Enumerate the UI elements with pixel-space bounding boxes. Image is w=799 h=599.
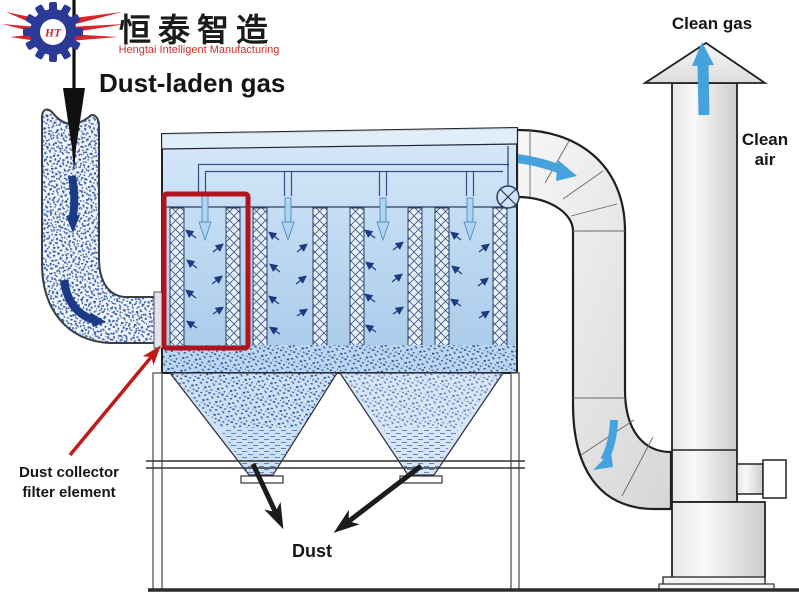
inlet-duct — [41, 108, 164, 349]
stack-side-box — [762, 459, 787, 499]
logo-monogram: HT — [44, 28, 62, 40]
logo-gear: HT — [23, 2, 83, 62]
dust-discharge-arrows — [250, 462, 423, 533]
collector-body — [161, 126, 520, 374]
label-dust: Dust — [292, 541, 332, 561]
highlight-box — [161, 191, 251, 351]
dust-layer — [163, 345, 516, 372]
label-clean-air: Clean air — [741, 130, 789, 170]
body-lid — [162, 128, 517, 149]
label-filter-element: Dust collector filter element — [18, 464, 120, 501]
callout-arrow — [68, 345, 161, 457]
label-dust-laden-gas: Dust-laden gas — [99, 68, 286, 98]
hoppers — [168, 372, 505, 484]
duct-flow-arrow-bottom — [593, 419, 618, 470]
brand-title-zh: 恒泰智造 — [119, 12, 276, 48]
hopper-right — [338, 372, 505, 484]
label-clean-gas: Clean gas — [671, 14, 753, 33]
brand-subtitle-en: Hengtai Intelligent Manufacturing — [118, 44, 280, 56]
inlet-flow-arrows — [60, 175, 106, 327]
frame-leg-left — [152, 372, 163, 591]
frame-leg-right — [510, 372, 520, 591]
brand-logo: HT — [2, 2, 126, 62]
hopper-left — [168, 372, 339, 484]
outlet-duct — [496, 128, 673, 511]
pulse-manifold — [197, 163, 509, 196]
airflow-arrows — [185, 229, 490, 335]
filter-highlight — [68, 191, 251, 457]
pulse-jet-arrows — [198, 195, 477, 242]
filter-elements — [169, 207, 508, 348]
clean-gas-arrow — [692, 42, 714, 116]
exhaust-stack — [641, 41, 787, 591]
stack-side-connector — [736, 463, 764, 495]
purge-valve — [496, 146, 520, 209]
